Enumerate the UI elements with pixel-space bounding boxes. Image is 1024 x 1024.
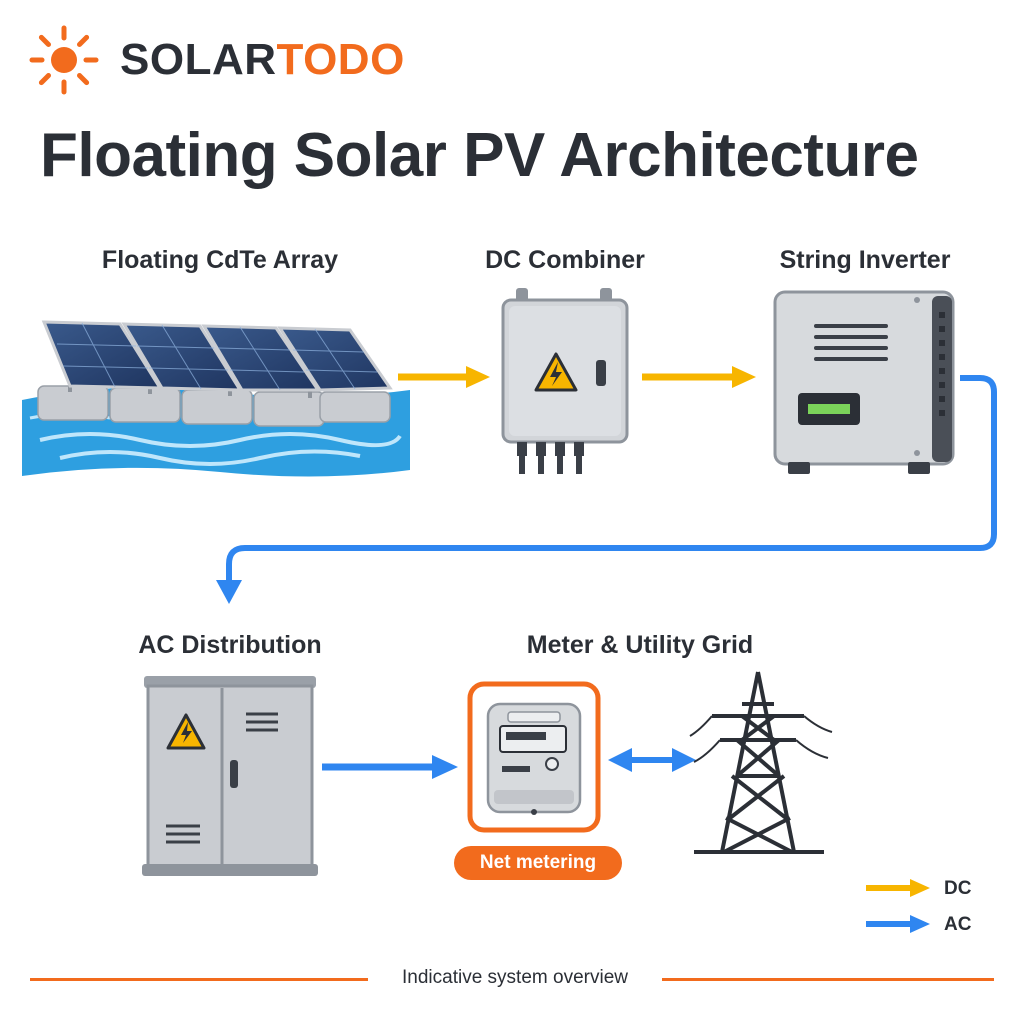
ac-arrow-meter-grid-bidirectional xyxy=(608,748,696,772)
warning-icon xyxy=(534,352,578,392)
brand-name-part2: TODO xyxy=(276,35,405,84)
footer-divider-left xyxy=(30,978,368,981)
page-title: Floating Solar PV Architecture xyxy=(40,121,919,190)
label-floating-array: Floating CdTe Array xyxy=(101,246,339,274)
brand-name-part1: SOLAR xyxy=(120,35,277,84)
label-ac-distribution: AC Distribution xyxy=(138,631,322,659)
meter-icon xyxy=(486,702,582,815)
floating-array-illustration xyxy=(22,320,410,477)
label-dc-combiner: DC Combiner xyxy=(485,246,645,274)
legend-dc-swatch xyxy=(866,879,930,897)
legend-ac-swatch xyxy=(866,915,930,933)
legend-dc-label: DC xyxy=(944,878,972,899)
dc-arrow-combiner-to-inverter xyxy=(642,366,756,388)
legend xyxy=(848,860,996,952)
display-icon xyxy=(798,393,860,425)
label-meter-utility-grid: Meter & Utility Grid xyxy=(526,631,754,659)
warning-icon xyxy=(166,713,206,750)
transmission-tower-icon xyxy=(689,671,833,854)
dc-combiner-illustration xyxy=(501,288,629,474)
string-inverter-illustration xyxy=(773,290,955,474)
brand-logo: SOLARTODO xyxy=(120,34,405,86)
solar-panel-icon xyxy=(41,320,393,392)
ac-distribution-illustration xyxy=(142,676,318,876)
label-string-inverter: String Inverter xyxy=(779,246,951,274)
footer-divider-right xyxy=(662,978,994,981)
footer-caption: Indicative system overview xyxy=(402,967,628,988)
net-metering-badge: Net metering xyxy=(454,846,622,880)
ac-arrow-inverter-to-distribution xyxy=(216,375,997,604)
dc-arrow-array-to-combiner xyxy=(398,366,490,388)
legend-ac-label: AC xyxy=(944,914,972,935)
ac-arrow-distribution-to-meter xyxy=(322,755,458,779)
meter-illustration xyxy=(467,681,601,833)
